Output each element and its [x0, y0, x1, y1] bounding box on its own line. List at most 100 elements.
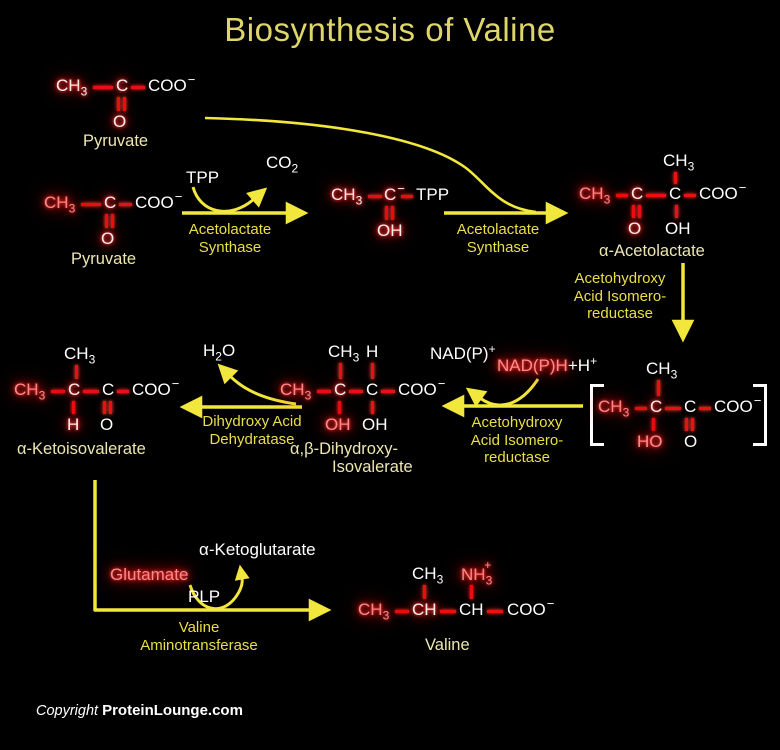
- sub-3: 3: [382, 608, 390, 623]
- ch: CH: [44, 193, 69, 212]
- plus-h: +H: [567, 356, 591, 375]
- double-bond: [632, 205, 635, 218]
- enzyme-line: Acid Isomero-: [470, 431, 564, 449]
- acetolactate-ch3-top: CH3: [663, 152, 695, 174]
- ketoisovalerate-coo: COO−: [132, 377, 179, 399]
- dihydroxy-label-1: α,β-Dihydroxy-: [290, 440, 398, 458]
- bond: [338, 401, 341, 414]
- valine-coo: COO−: [507, 597, 554, 619]
- dihydroxy-oh1: OH: [325, 415, 351, 434]
- dihydroxy-ch3-top: CH3: [328, 343, 360, 365]
- enzyme-acetolactate-synthase-1: Acetolactate Synthase: [172, 221, 288, 256]
- ketoisovalerate-c2: C: [102, 380, 115, 399]
- bond: [616, 194, 628, 197]
- ketoisovalerate-h: H: [67, 415, 80, 434]
- c: C: [384, 185, 397, 204]
- ketoglutarate-label: α-Ketoglutarate: [199, 540, 316, 559]
- pyruvate1-label: Pyruvate: [83, 132, 149, 150]
- sup-minus: −: [753, 393, 762, 408]
- sub-3: 3: [38, 388, 46, 403]
- page-title: Biosynthesis of Valine: [224, 11, 556, 48]
- nadp-label: NAD(P)+: [430, 342, 496, 363]
- bond: [349, 390, 363, 393]
- ch: CH: [14, 380, 39, 399]
- bracketint-ch3: CH3: [598, 398, 629, 419]
- bond: [75, 365, 78, 379]
- sub-3: 3: [603, 192, 611, 207]
- sup-minus: −: [171, 376, 180, 391]
- sub-3: 3: [80, 84, 88, 99]
- sup-plus: +: [484, 558, 492, 572]
- coo: COO: [148, 76, 187, 95]
- bond: [371, 401, 374, 414]
- arrow-nadph-to-nadp: [465, 378, 540, 408]
- dihydroxy-label-2: Isovalerate: [332, 458, 413, 476]
- double-bond: [685, 418, 688, 431]
- bond: [423, 585, 426, 599]
- pyruvate2-c: C: [104, 193, 117, 212]
- nadp: NAD(P): [430, 344, 489, 363]
- bond: [657, 380, 660, 396]
- acetolactate-oh: OH: [665, 219, 691, 238]
- bond: [93, 86, 113, 89]
- ch: CH: [331, 185, 356, 204]
- ketoisovalerate-ch3-top: CH3: [64, 345, 95, 366]
- ch: CH: [579, 184, 604, 203]
- pyruvate1-o: O: [113, 112, 127, 131]
- pyruvate2-label: Pyruvate: [71, 250, 137, 268]
- enzyme-line: Dihydroxy Acid: [202, 413, 302, 430]
- bond: [51, 390, 65, 393]
- bond: [652, 418, 655, 431]
- double-bond: [103, 401, 106, 414]
- bond: [119, 203, 132, 206]
- bond: [665, 407, 681, 410]
- copyright-line: Copyright ProteinLounge.com: [36, 702, 243, 719]
- enzyme-line: reductase: [587, 305, 653, 322]
- bond: [81, 203, 101, 206]
- sup-minus: −: [437, 376, 446, 391]
- double-bond: [123, 97, 126, 111]
- enzyme-line: reductase: [484, 449, 550, 466]
- acetolactate-coo: COO−: [699, 181, 746, 203]
- bracketint-ho: HO: [637, 432, 663, 451]
- sub-3: 3: [687, 159, 695, 174]
- tppint-tpp: TPP: [416, 185, 450, 204]
- enzyme-aminotransferase: Valine Aminotransferase: [126, 619, 272, 654]
- double-bond: [691, 418, 694, 431]
- arrow-tpp-to-co2: [191, 186, 268, 213]
- sub-3: 3: [352, 350, 360, 365]
- brand-text: ProteinLounge.com: [102, 702, 243, 719]
- enzyme-isomeroreductase-2: Acetohydroxy Acid Isomero- reductase: [455, 414, 579, 467]
- bond: [684, 194, 696, 197]
- pyruvate-condensation-curve: [204, 116, 537, 214]
- enzyme-line: Acid Isomero-: [573, 287, 667, 305]
- dihydroxy-c1: C: [334, 380, 347, 399]
- sup-minus: −: [546, 596, 555, 611]
- bracketint-ch3-top: CH3: [646, 360, 677, 381]
- coo: COO: [507, 600, 546, 619]
- arrow-glutamate-to-ketoglutarate: [188, 564, 250, 611]
- sup-plus: +: [488, 342, 496, 356]
- bond: [381, 390, 395, 393]
- enzyme-line: Dehydratase: [209, 430, 295, 448]
- pyruvate1-ch3: CH3: [56, 76, 88, 99]
- coo: COO: [132, 380, 171, 399]
- sup-minus: −: [174, 189, 183, 204]
- ketoisovalerate-c1: C: [68, 380, 81, 399]
- bond: [487, 610, 503, 613]
- enzyme-line: Synthase: [198, 238, 262, 256]
- enzyme-line: Acetohydroxy: [574, 270, 666, 287]
- double-bond: [111, 214, 114, 228]
- dihydroxy-oh2: OH: [362, 415, 388, 434]
- enzyme-line: Acetolactate: [456, 221, 540, 238]
- enzyme-line: Acetolactate: [188, 221, 272, 238]
- pyruvate2-ch3: CH3: [44, 193, 75, 215]
- bond: [635, 407, 647, 410]
- sup-minus: −: [187, 72, 196, 87]
- co2-label: CO2: [266, 153, 298, 175]
- co: CO: [266, 153, 292, 172]
- sub-3: 3: [436, 572, 444, 587]
- ch: CH: [56, 76, 81, 95]
- bond: [699, 407, 711, 410]
